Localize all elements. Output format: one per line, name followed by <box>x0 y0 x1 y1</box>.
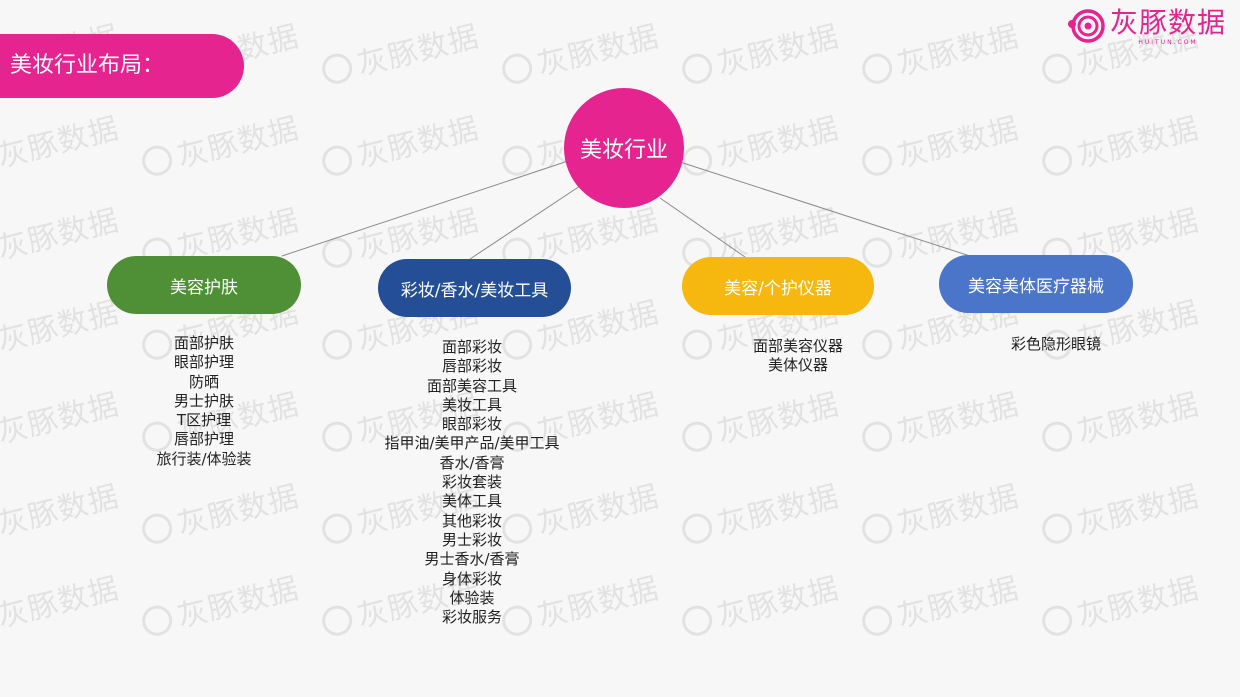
category-node-medical: 美容美体医疗器械 <box>939 255 1133 313</box>
category-label: 美容美体医疗器械 <box>968 276 1104 297</box>
list-item: 彩妆服务 <box>441 608 502 627</box>
connector-line-medical <box>679 161 971 257</box>
section-title: 美妆行业布局： <box>0 34 244 98</box>
list-item: T区护理 <box>176 411 232 430</box>
list-item: 面部美容仪器 <box>752 337 843 355</box>
list-item: 旅行装/体验装 <box>156 449 252 468</box>
list-item: 眼部护理 <box>173 353 234 372</box>
connector-line-makeup <box>469 185 581 260</box>
list-item: 其他彩妆 <box>441 511 502 530</box>
connector-line-devices <box>659 197 746 258</box>
list-item: 防晒 <box>188 372 219 391</box>
logo-domain: HUITUN.COM <box>1138 39 1198 46</box>
connector-line-skincare <box>281 159 572 257</box>
swirl-logo-icon <box>1067 9 1105 43</box>
section-title-text: 美妆行业布局： <box>10 53 165 78</box>
list-item: 美体仪器 <box>767 356 828 375</box>
category-node-devices: 美容/个护仪器 <box>682 257 874 315</box>
list-item: 男士彩妆 <box>441 530 502 549</box>
category-label: 彩妆/香水/美妆工具 <box>400 280 549 301</box>
list-item: 男士护肤 <box>173 391 234 410</box>
logo-name: 灰豚数据 <box>1109 6 1226 39</box>
list-item: 身体彩妆 <box>441 569 502 588</box>
brand-logo: 灰豚数据 HUITUN.COM <box>1066 6 1226 46</box>
list-item: 体验装 <box>449 588 495 607</box>
list-item: 美体工具 <box>441 492 502 511</box>
list-item: 唇部护理 <box>173 430 234 449</box>
category-label: 美容护肤 <box>170 277 238 298</box>
category-label: 美容/个护仪器 <box>724 278 832 299</box>
list-item: 面部彩妆 <box>441 338 502 356</box>
item-list-makeup: 面部彩妆唇部彩妆面部美容工具美妆工具眼部彩妆指甲油/美甲产品/美甲工具香水/香膏… <box>362 338 582 627</box>
list-item: 面部美容工具 <box>426 376 517 395</box>
list-item: 彩妆套装 <box>441 473 502 492</box>
list-item: 美妆工具 <box>441 395 502 414</box>
category-node-makeup: 彩妆/香水/美妆工具 <box>378 259 571 317</box>
list-item: 指甲油/美甲产品/美甲工具 <box>384 434 560 453</box>
root-node-label: 美妆行业 <box>579 138 668 163</box>
list-item: 香水/香膏 <box>439 453 505 472</box>
list-item: 唇部彩妆 <box>441 357 502 376</box>
item-list-medical: 彩色隐形眼镜 <box>968 335 1144 354</box>
category-node-skincare: 美容护肤 <box>107 256 301 314</box>
root-node: 美妆行业 <box>564 88 684 208</box>
list-item: 男士香水/香膏 <box>424 550 520 569</box>
list-item: 彩色隐形眼镜 <box>1010 335 1101 353</box>
logo-text: 灰豚数据 HUITUN.COM <box>1110 6 1226 46</box>
item-list-devices: 面部美容仪器美体仪器 <box>710 337 886 376</box>
list-item: 面部护肤 <box>173 334 234 352</box>
list-item: 眼部彩妆 <box>441 415 502 434</box>
